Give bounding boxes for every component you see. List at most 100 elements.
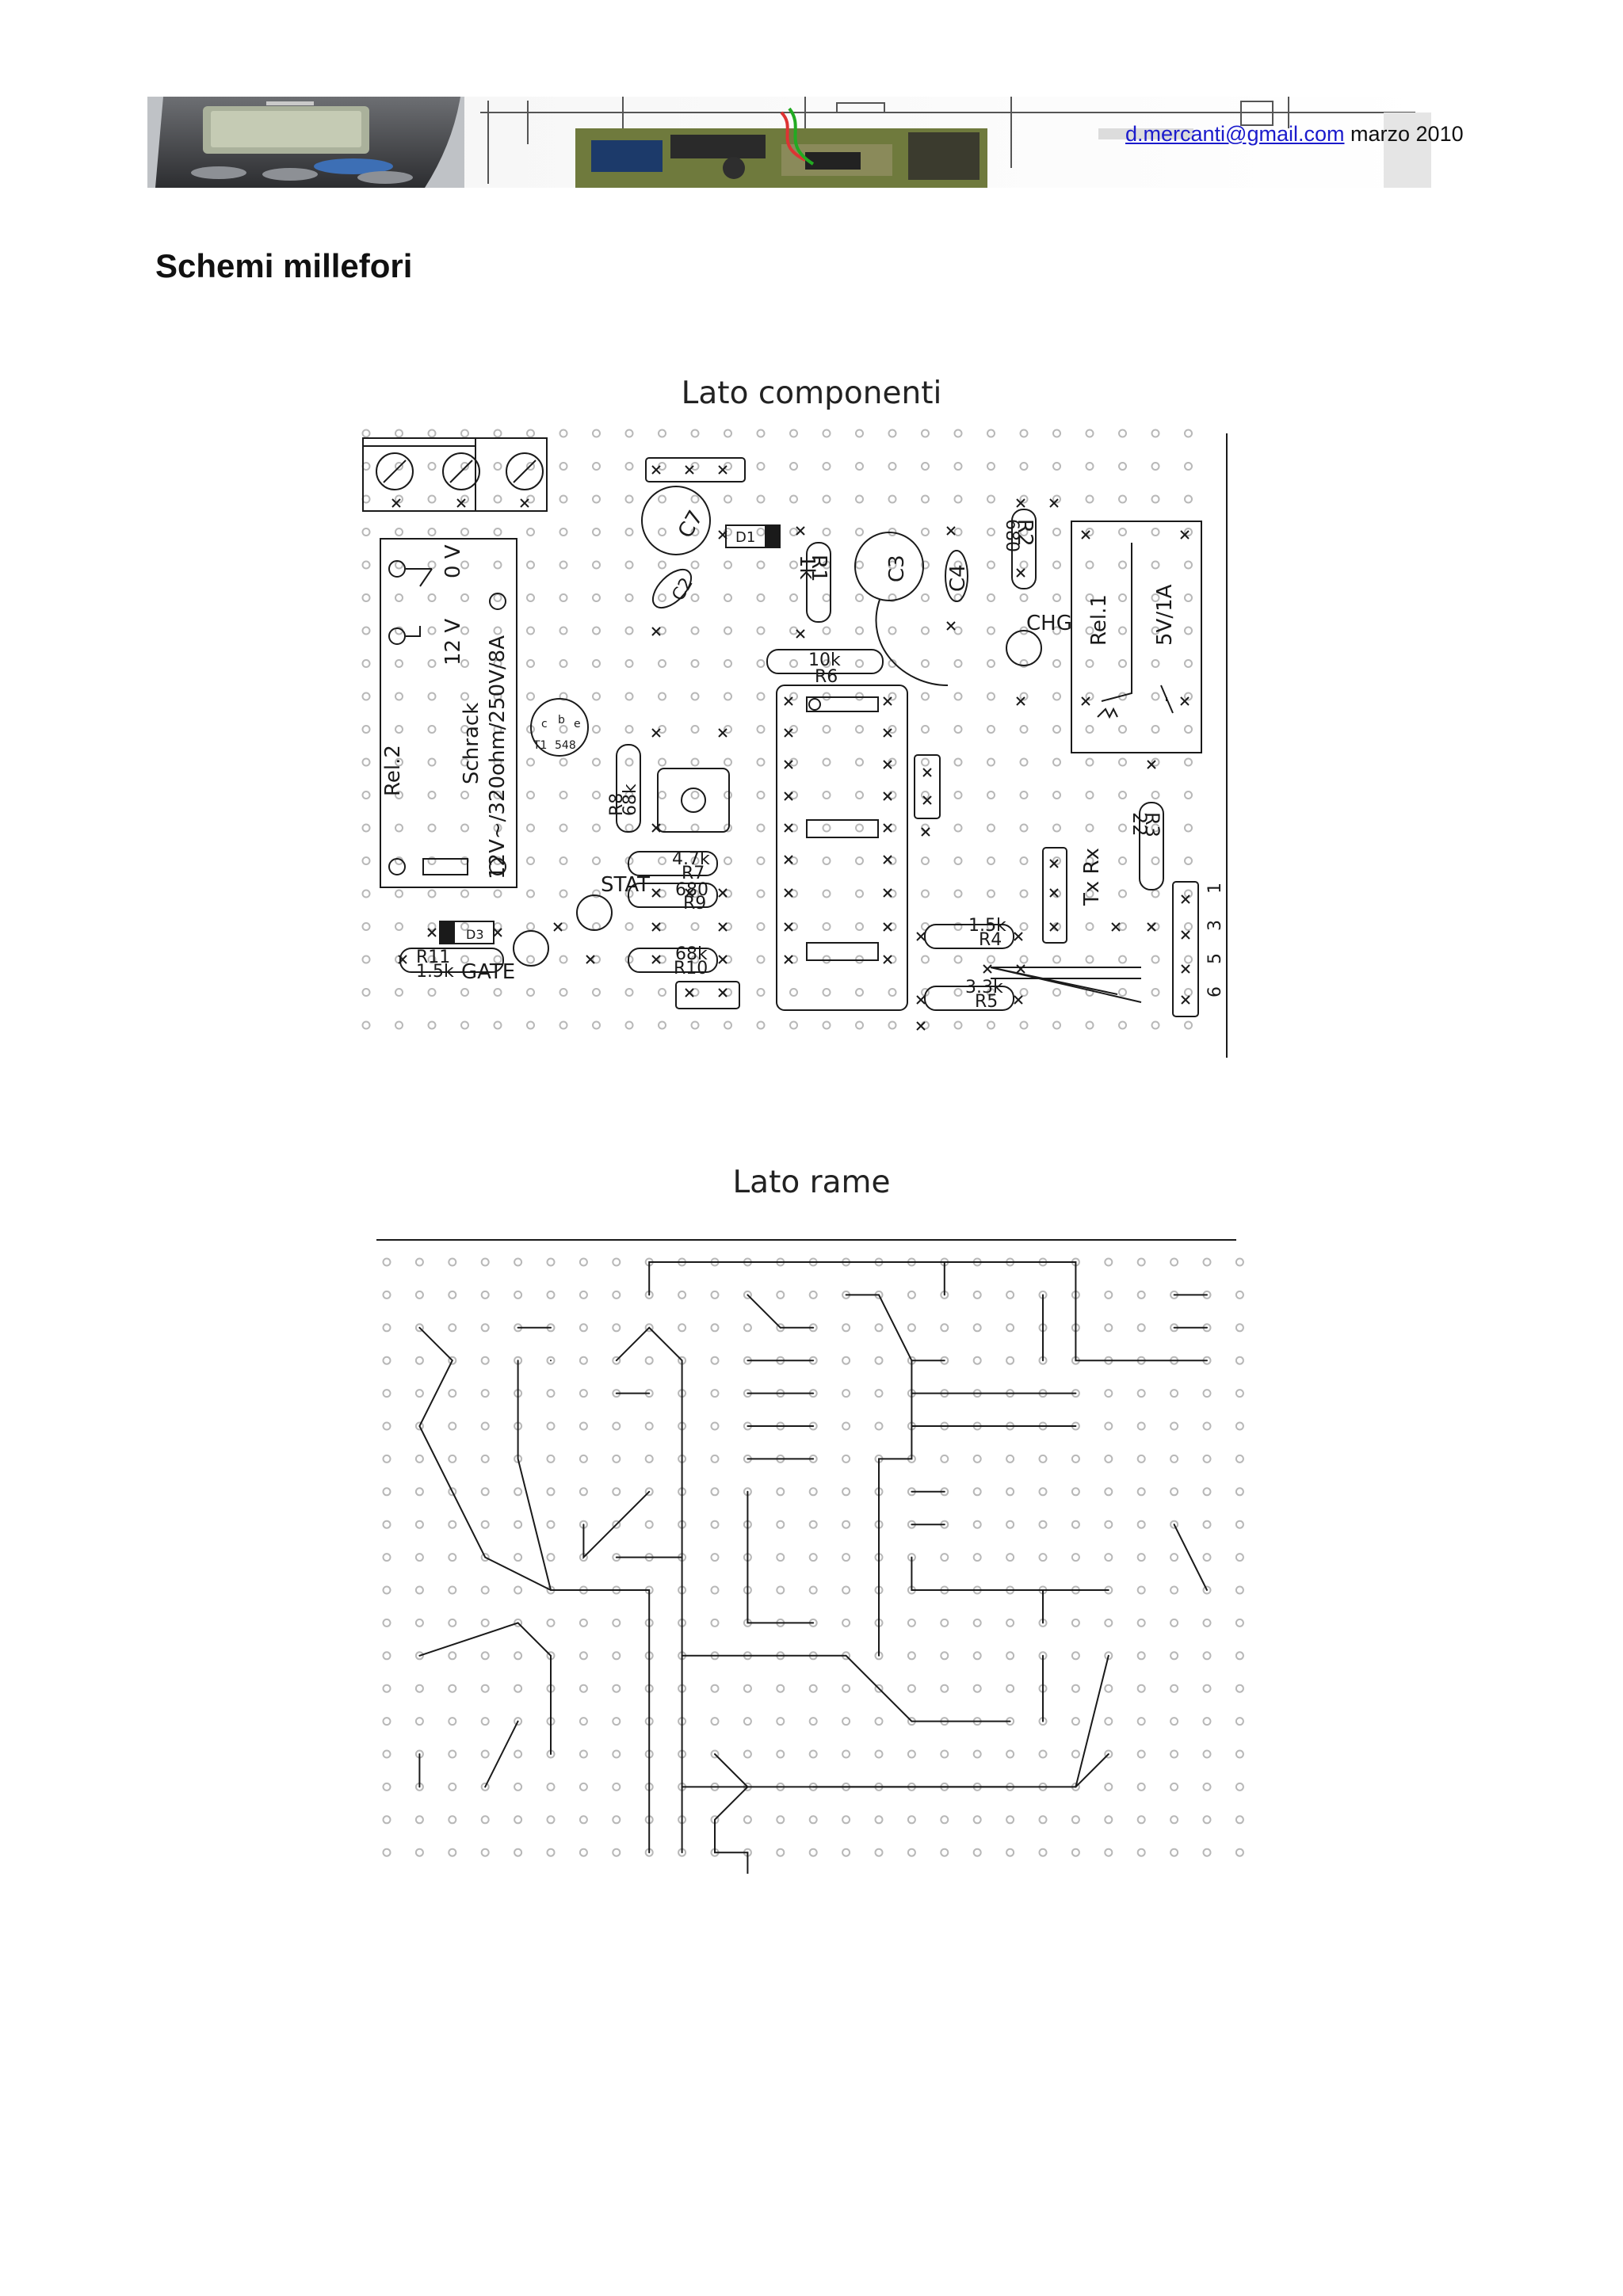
copper-hole [579, 1848, 588, 1857]
solder-pad [946, 621, 956, 631]
copper-hole [514, 1618, 523, 1627]
copper-hole [414, 1651, 424, 1661]
solder-pad [685, 888, 694, 898]
perfboard-hole [1118, 528, 1127, 536]
perfboard-hole [690, 988, 700, 997]
perfboard-hole [592, 725, 601, 734]
perfboard-hole [624, 988, 634, 997]
solder-pad [1181, 964, 1190, 974]
perfboard-hole [1085, 856, 1094, 865]
solder-pad [685, 465, 694, 475]
copper-hole [776, 1520, 785, 1529]
solder-pad [718, 465, 727, 475]
perfboard-hole [361, 692, 371, 701]
perfboard-hole [460, 494, 469, 504]
perfboard-hole [592, 560, 601, 570]
copper-hole [1235, 1487, 1244, 1497]
perfboard-hole [460, 757, 469, 767]
t1-base-label: b [558, 714, 565, 727]
perfboard-hole [1151, 889, 1160, 898]
copper-hole [907, 1684, 916, 1693]
perfboard-hole [658, 528, 666, 536]
perfboard-hole [1151, 626, 1160, 635]
solder-pad [1180, 696, 1190, 706]
perfboard-hole [493, 955, 502, 964]
solder-pad [883, 855, 892, 864]
copper-hole [1136, 1290, 1146, 1299]
perfboard-hole [724, 462, 732, 471]
copper-hole [514, 1717, 523, 1726]
solder-pad [784, 696, 793, 706]
copper-trace [747, 1490, 815, 1624]
header-banner-image [147, 97, 1431, 188]
copper-hole [1006, 1290, 1015, 1299]
copper-hole [480, 1454, 490, 1463]
copper-hole [382, 1684, 391, 1693]
copper-hole [1038, 1454, 1048, 1463]
copper-hole [1136, 1782, 1146, 1791]
perfboard-hole [953, 757, 963, 767]
r5-value: 3.3k [965, 978, 1003, 997]
page-title: Schemi millefori [155, 247, 413, 284]
copper-hole [1170, 1651, 1179, 1661]
copper-hole [448, 1421, 457, 1431]
copper-hole [1170, 1618, 1179, 1627]
perfboard-hole [1052, 593, 1061, 602]
perfboard-hole [921, 725, 930, 734]
copper-hole [1136, 1585, 1146, 1595]
copper-hole [1202, 1651, 1212, 1661]
copper-hole [972, 1323, 982, 1333]
perfboard-hole [888, 725, 897, 734]
perfboard-hole [658, 791, 666, 799]
perfboard-hole [1184, 626, 1193, 635]
perfboard-hole [395, 429, 403, 438]
copper-hole [1202, 1421, 1212, 1431]
perfboard-hole [1118, 725, 1127, 734]
copper-hole [1104, 1389, 1113, 1398]
copper-hole [1006, 1487, 1015, 1497]
perfboard-hole [1118, 560, 1127, 570]
copper-hole [448, 1651, 457, 1661]
perfboard-hole [493, 1020, 502, 1030]
perfboard-hole [1151, 429, 1160, 438]
perfboard-hole [921, 429, 930, 438]
perfboard-hole [1118, 889, 1127, 898]
copper-hole [842, 1421, 851, 1431]
perfboard-hole [658, 1020, 666, 1030]
perfboard-hole [855, 988, 864, 997]
copper-hole [1038, 1553, 1048, 1562]
copper-hole [448, 1848, 457, 1857]
perfboard-hole [427, 757, 437, 767]
perfboard-hole [1019, 791, 1029, 799]
perfboard-hole [427, 725, 437, 734]
copper-hole [940, 1651, 949, 1661]
copper-hole [480, 1782, 490, 1791]
copper-trace [418, 1326, 651, 1854]
perfboard-hole [921, 593, 930, 602]
perfboard-hole [690, 757, 700, 767]
email-link[interactable]: d.mercanti@gmail.com [1125, 122, 1345, 146]
perfboard-hole [460, 823, 469, 833]
perfboard-hole [526, 988, 535, 997]
perfboard-hole [1184, 494, 1193, 504]
copper-hole [940, 1815, 949, 1825]
r1-value: 1k [795, 555, 819, 580]
perfboard-hole [559, 692, 568, 701]
perfboard-hole [855, 725, 864, 734]
copper-hole [644, 1356, 654, 1365]
perfboard-hole [1118, 593, 1127, 602]
copper-hole [1006, 1618, 1015, 1627]
copper-hole [382, 1323, 391, 1333]
copper-hole [1136, 1717, 1146, 1726]
copper-hole [546, 1553, 556, 1562]
perfboard-hole [1085, 494, 1094, 504]
gate-label: GATE [461, 960, 515, 984]
perfboard-hole [822, 429, 831, 438]
copper-hole [710, 1520, 720, 1529]
perfboard-hole [888, 593, 897, 602]
solder-pad [784, 855, 793, 864]
perfboard-hole [855, 462, 864, 471]
perfboard-hole [756, 462, 766, 471]
perfboard-hole [395, 528, 403, 536]
perfboard-hole [1052, 856, 1061, 865]
